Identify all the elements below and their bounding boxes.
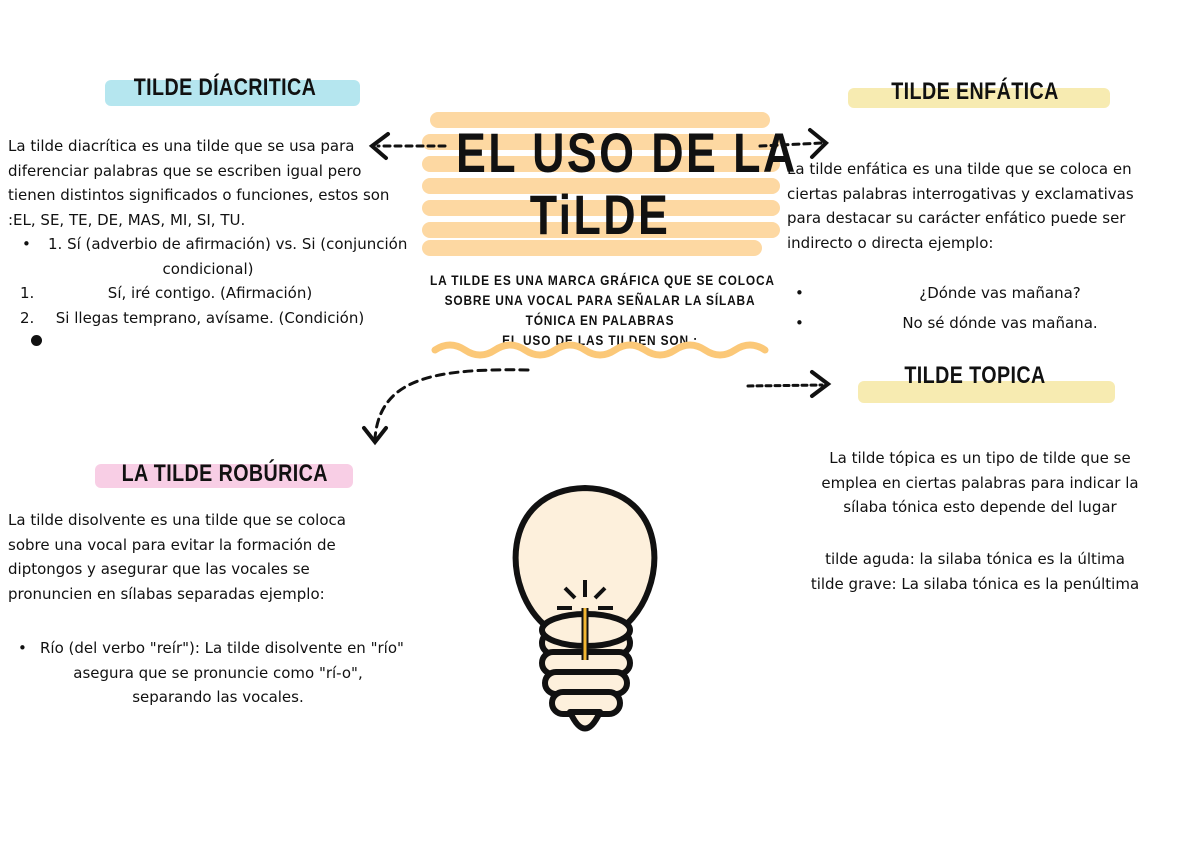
topica-heading: TILDE TOPICA <box>904 362 1046 389</box>
subtitle-line: TÓNICA EN PALABRAS <box>525 312 675 328</box>
text-line: asegura que se pronuncie como "rí-o", <box>73 663 363 682</box>
text-line: sobre una vocal para evitar la formación… <box>8 535 336 554</box>
list-number: 2. <box>20 308 35 327</box>
list-text: Si llegas temprano, avísame. (Condición) <box>55 308 365 327</box>
enfatica-paragraph: La tilde enfática es una tilde que se co… <box>787 157 1134 255</box>
diacritica-bullet: • 1. Sí (adverbio de afirmación) vs. Si … <box>8 232 408 281</box>
list-item: 2. Si llegas temprano, avísame. (Condició… <box>20 306 400 331</box>
text-line: 1. Sí (adverbio de afirmación) vs. Si (c… <box>48 235 408 253</box>
text-line: diptongos y asegurar que las vocales se <box>8 560 310 578</box>
list-item: • ¿Dónde vas mañana? <box>795 278 1200 308</box>
text-line: La tilde disolvente es una tilde que se … <box>8 511 346 529</box>
text-line: La tilde enfática es una tilde que se co… <box>787 160 1132 178</box>
dashed-arrow-icon <box>758 141 824 148</box>
list-text: ¿Dónde vas mañana? <box>919 284 1081 302</box>
dashed-arrow-icon <box>746 383 824 388</box>
text-line: sílaba tónica esto depende del lugar <box>843 498 1117 516</box>
text-line: diferenciar palabras que se escriben igu… <box>8 161 362 180</box>
list-item: 1. Sí, iré contigo. (Afirmación) <box>20 281 400 306</box>
subtitle-line: SOBRE UNA VOCAL PARA SEÑALAR LA SÍLABA <box>444 292 756 308</box>
diacritica-paragraph: La tilde diacrítica es una tilde que se … <box>8 134 389 232</box>
list-item: • No sé dónde vas mañana. <box>795 308 1200 338</box>
enfatica-heading: TILDE ENFÁTICA <box>891 78 1059 105</box>
bullet-icon <box>31 335 42 346</box>
bullet-icon: • <box>18 639 27 657</box>
text-line: indirecto o directa ejemplo: <box>787 233 994 252</box>
bullet-icon: • <box>795 314 804 332</box>
topica-rules: tilde aguda: la silaba tónica es la últi… <box>765 547 1185 596</box>
bullet-icon: • <box>795 284 804 302</box>
list-text: Sí, iré contigo. (Afirmación) <box>107 284 313 302</box>
text-line: para destacar su carácter enfático puede… <box>787 209 1126 227</box>
roburica-paragraph: La tilde disolvente es una tilde que se … <box>8 508 346 606</box>
roburica-highlight <box>95 464 353 488</box>
roburica-example: • Río (del verbo "reír"): La tilde disol… <box>18 636 418 710</box>
text-line: tilde aguda: la silaba tónica es la últi… <box>825 550 1125 568</box>
text-line: tienen distintos significados o funcione… <box>8 186 390 204</box>
subtitle-line: EL USO DE LAS TILDEN SON : <box>502 332 698 348</box>
title-highlight <box>430 112 770 128</box>
diacritica-examples: 1. Sí, iré contigo. (Afirmación) 2. Si lle… <box>20 281 400 330</box>
main-title-line2: TiLDE <box>529 183 671 246</box>
enfatica-highlight <box>848 88 1110 108</box>
text-line: pronuncien en sílabas separadas ejemplo: <box>8 584 325 603</box>
text-line: ciertas palabras interrogativas y exclam… <box>787 184 1134 203</box>
list-text: No sé dónde vas mañana. <box>902 314 1098 332</box>
roburica-heading: LA TILDE ROBÚRICA <box>121 460 328 487</box>
subtitle-line: LA TILDE ES UNA MARCA GRÁFICA QUE SE COL… <box>430 272 775 288</box>
wavy-underline <box>431 341 769 359</box>
text-line: condicional) <box>162 259 254 278</box>
text-line: emplea en ciertas palabras para indicar … <box>821 473 1139 492</box>
text-line: :EL, SE, TE, DE, MAS, MI, SI, TU. <box>8 210 246 229</box>
topica-paragraph: La tilde tópica es un tipo de tilde que … <box>770 446 1190 520</box>
list-number: 1. <box>20 284 35 302</box>
lightbulb-icon <box>512 485 658 732</box>
topica-highlight <box>858 381 1115 403</box>
text-line: separando las vocales. <box>132 688 304 706</box>
diacritica-heading: TILDE DÍACRITICA <box>133 74 317 101</box>
text-line: La tilde tópica es un tipo de tilde que … <box>829 449 1131 467</box>
text-line: Río (del verbo "reír"): La tilde disolve… <box>40 639 404 657</box>
diacritica-highlight <box>105 80 360 106</box>
enfatica-examples: • ¿Dónde vas mañana? • No sé dónde vas mañ… <box>795 278 1200 338</box>
main-title-line1: EL USO DE LA <box>456 121 798 184</box>
center-subtitle: LA TILDE ES UNA MARCA GRÁFICA QUE SE COL… <box>430 270 775 350</box>
text-line: La tilde diacrítica es una tilde que se … <box>8 137 355 155</box>
dashed-arrow-icon <box>373 368 530 440</box>
bullet-icon: • <box>22 235 31 253</box>
text-line: tilde grave: La silaba tónica es la penú… <box>810 574 1140 593</box>
